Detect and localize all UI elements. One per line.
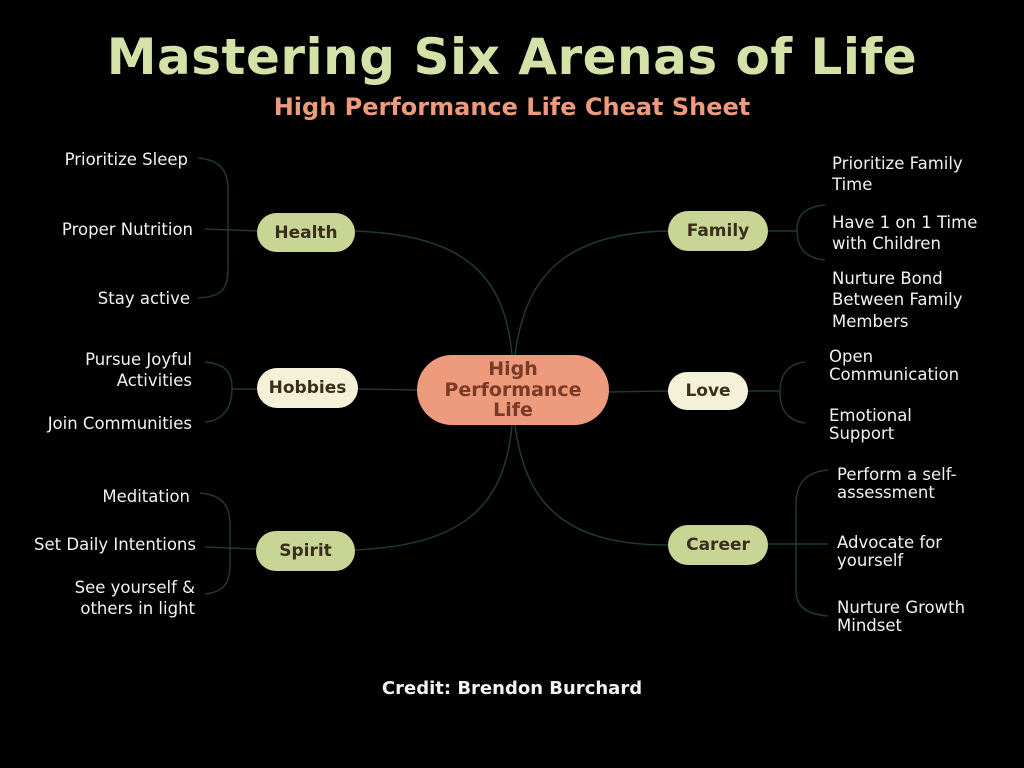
connector-center-career	[514, 424, 669, 546]
branch-love: Love	[668, 372, 748, 410]
connector-family-bracket	[796, 204, 826, 261]
health-leaf-stay-active: Stay active	[97, 289, 190, 308]
love-leaf-emotional-support: Emotional Support	[829, 406, 912, 444]
connector-center-family	[514, 230, 669, 356]
connector-love-bracket	[779, 361, 806, 424]
connector-spirit-stem	[204, 546, 257, 550]
career-leaf-self-assessment: Perform a self- assessment	[837, 465, 957, 503]
branch-hobbies: Hobbies	[257, 368, 358, 408]
branch-family: Family	[668, 211, 768, 251]
spirit-leaf-see-yourself: See yourself & others in light	[74, 578, 195, 619]
connector-center-spirit	[354, 424, 513, 551]
connector-health-leaf-2	[204, 228, 259, 232]
branch-spirit: Spirit	[256, 531, 355, 571]
credit-footer: Credit: Brendon Burchard	[381, 678, 643, 699]
health-leaf-proper-nutrition: Proper Nutrition	[61, 220, 193, 239]
spirit-leaf-meditation: Meditation	[102, 487, 190, 506]
page-title: Mastering Six Arenas of Life	[106, 28, 918, 86]
branch-health: Health	[257, 213, 355, 252]
branch-career: Career	[668, 525, 768, 565]
family-leaf-one-on-one: Have 1 on 1 Time with Children	[832, 213, 978, 254]
family-leaf-nurture-bond: Nurture Bond Between Family Members	[832, 269, 963, 331]
career-leaf-advocate: Advocate for yourself	[837, 533, 943, 571]
family-leaf-family-time: Prioritize Family Time	[832, 154, 963, 195]
health-leaf-prioritize-sleep: Prioritize Sleep	[64, 150, 188, 169]
career-leaf-growth-mindset: Nurture Growth Mindset	[837, 598, 966, 636]
connector-spirit-bracket	[199, 492, 231, 595]
spirit-leaf-daily-intentions: Set Daily Intentions	[34, 535, 196, 554]
center-node: High Performance Life	[417, 355, 609, 425]
connector-hobbies-bracket	[204, 361, 233, 423]
connector-health-bracket	[197, 157, 229, 299]
connector-center-health	[354, 230, 513, 356]
page-subtitle: High Performance Life Cheat Sheet	[273, 93, 751, 121]
love-leaf-open-communication: Open Communication	[829, 347, 960, 385]
connector-center-love	[608, 390, 669, 393]
connector-center-hobbies	[357, 388, 418, 391]
connector-career-bracket	[795, 469, 829, 617]
hobbies-leaf-joyful-activities: Pursue Joyful Activities	[85, 350, 192, 391]
hobbies-leaf-join-communities: Join Communities	[47, 414, 192, 433]
